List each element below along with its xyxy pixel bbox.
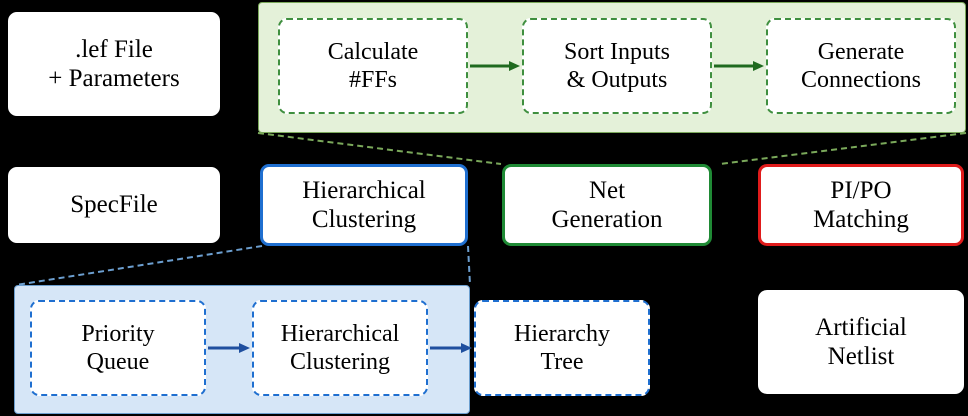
step-hierarchy-tree-label: Hierarchy Tree xyxy=(514,320,610,375)
step-hierarchical-clustering-label: Hierarchical Clustering xyxy=(280,320,400,375)
spec-file-label: SpecFile xyxy=(70,191,158,219)
step-calculate-ffs: Calculate #FFs xyxy=(278,18,468,114)
arrow-calculate-to-sort xyxy=(468,58,522,74)
hierarchical-clustering-label: Hierarchical Clustering xyxy=(302,176,426,234)
input-lef-file-box: .lef File + Parameters xyxy=(8,12,220,116)
net-generation-label: Net Generation xyxy=(551,176,663,234)
step-sort-inputs-outputs: Sort Inputs & Outputs xyxy=(522,18,712,114)
artificial-netlist-label: Artificial Netlist xyxy=(815,313,907,371)
arrow-sort-to-generate xyxy=(712,58,766,74)
arrow-clustering-to-tree xyxy=(428,340,474,356)
step-hierarchy-tree: Hierarchy Tree xyxy=(474,300,650,396)
step-generate-connections: Generate Connections xyxy=(766,18,956,114)
step-hierarchical-clustering: Hierarchical Clustering xyxy=(252,300,428,396)
step-priority-queue-label: Priority Queue xyxy=(81,320,155,375)
arrow-queue-to-clustering xyxy=(206,340,252,356)
pi-po-matching-box: PI/PO Matching xyxy=(758,164,964,246)
spec-file-box: SpecFile xyxy=(8,167,220,243)
connector-green-panel xyxy=(257,132,968,165)
step-calculate-ffs-label: Calculate #FFs xyxy=(327,38,419,93)
connector-blue-panel xyxy=(14,245,472,286)
input-lef-file-label: .lef File + Parameters xyxy=(48,35,180,93)
step-sort-inputs-outputs-label: Sort Inputs & Outputs xyxy=(563,38,670,93)
pi-po-matching-label: PI/PO Matching xyxy=(813,176,909,234)
step-generate-connections-label: Generate Connections xyxy=(801,38,921,93)
step-priority-queue: Priority Queue xyxy=(30,300,206,396)
artificial-netlist-box: Artificial Netlist xyxy=(758,290,964,394)
net-generation-box: Net Generation xyxy=(502,164,712,246)
hierarchical-clustering-box: Hierarchical Clustering xyxy=(260,164,468,246)
